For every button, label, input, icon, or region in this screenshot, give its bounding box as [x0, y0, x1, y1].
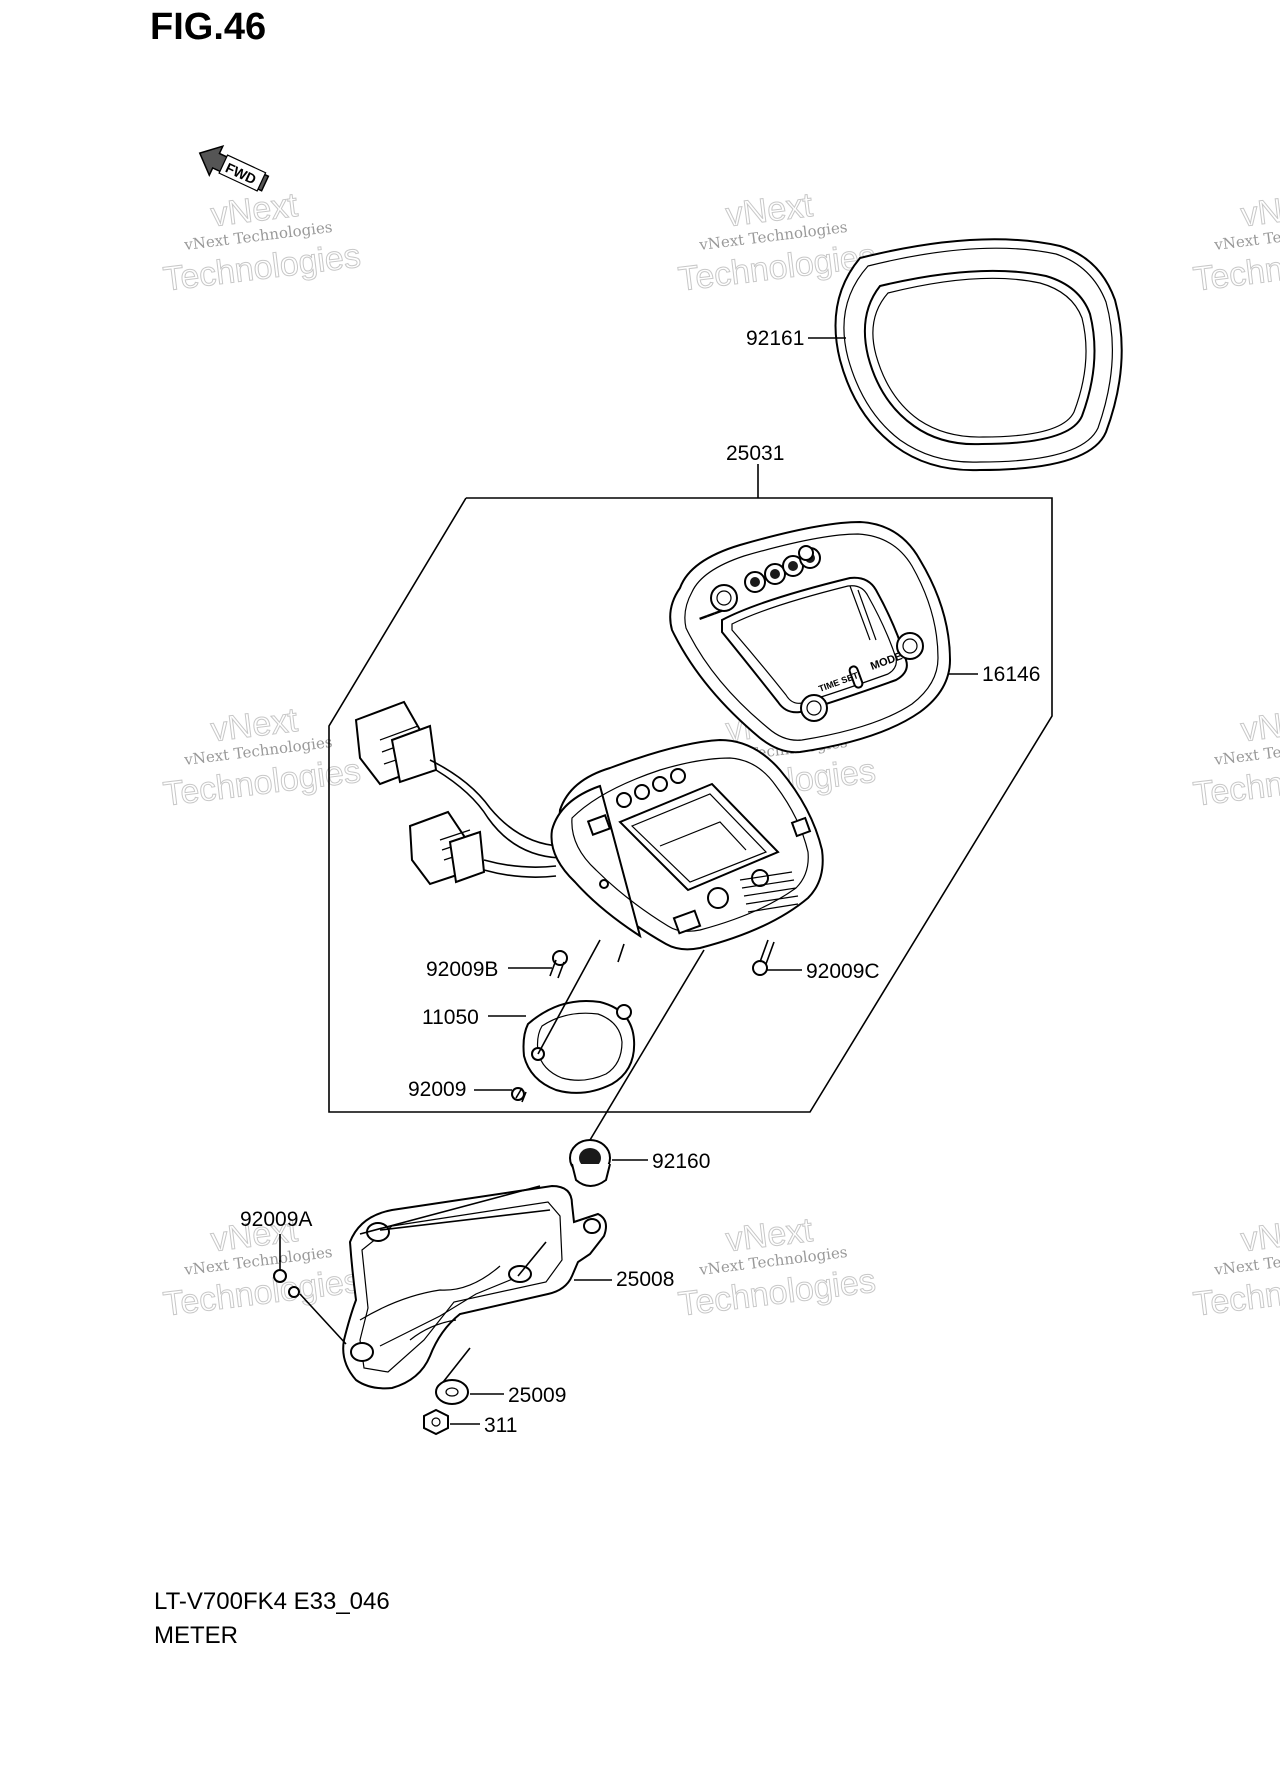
leader-line — [299, 1293, 347, 1345]
leader-line — [537, 939, 601, 1055]
watermark-vnext: vNext — [1239, 1211, 1280, 1259]
figure-name: METER — [154, 1622, 238, 1649]
callout-92009C: 92009C — [766, 960, 880, 983]
callout-label-92161: 92161 — [746, 327, 804, 350]
callout-label-25008: 25008 — [616, 1268, 674, 1291]
callout-92009A: 92009A — [240, 1208, 312, 1262]
callout-92161: 92161 — [746, 327, 846, 350]
assembly-25031-outline — [328, 497, 1053, 1113]
part-92009-screw — [511, 1087, 527, 1103]
part-25008-bracket — [342, 1184, 607, 1390]
callout-25009: 25009 — [470, 1384, 566, 1407]
callout-11050: 11050 — [422, 1006, 526, 1029]
part-16146-meter-cover: MODE TIME SET ▬▬▬ — [669, 520, 952, 754]
callout-92009: 92009 — [408, 1078, 512, 1101]
callout-92160: 92160 — [612, 1150, 710, 1173]
callout-16146: 16146 — [948, 663, 1040, 686]
part-92009A-screw — [273, 1260, 300, 1298]
callout-label-92009B: 92009B — [426, 958, 498, 981]
callout-label-92009: 92009 — [408, 1078, 466, 1101]
callout-311: 311 — [450, 1414, 517, 1437]
callout-label-92009C: 92009C — [806, 960, 880, 983]
callout-label-92009A: 92009A — [240, 1208, 312, 1231]
part-11050-bracket — [522, 1000, 636, 1094]
figure-code: LT-V700FK4 E33_046 — [154, 1588, 390, 1615]
leader-line — [359, 1185, 541, 1235]
part-311-nut — [423, 1408, 449, 1436]
callout-92009B: 92009B — [426, 958, 552, 981]
meter-body-assembly — [354, 700, 824, 963]
callout-25008: 25008 — [574, 1268, 674, 1291]
part-92009B-screw — [549, 950, 568, 979]
figure-title: FIG.46 — [150, 6, 267, 48]
callout-label-311: 311 — [484, 1414, 517, 1437]
leader-line — [589, 949, 705, 1141]
callout-label-92160: 92160 — [652, 1150, 710, 1173]
watermark-vnext: vNext — [1239, 701, 1280, 749]
fwd-arrow-icon: FWD — [198, 145, 270, 192]
leader-line — [439, 1347, 471, 1387]
part-92161-frame — [834, 238, 1123, 472]
part-92160-grommet — [569, 1139, 611, 1187]
callout-label-16146: 16146 — [982, 663, 1040, 686]
watermark-vnext: vNext — [1239, 186, 1280, 234]
callout-label-25009: 25009 — [508, 1384, 566, 1407]
part-92009C-screw — [752, 939, 775, 976]
leader-line — [379, 1209, 551, 1231]
part-25009-washer — [435, 1379, 469, 1405]
callout-25031: 25031 — [726, 442, 784, 465]
callout-label-25031: 25031 — [726, 442, 784, 465]
leader-line — [517, 1241, 547, 1277]
callout-label-11050: 11050 — [422, 1006, 479, 1029]
